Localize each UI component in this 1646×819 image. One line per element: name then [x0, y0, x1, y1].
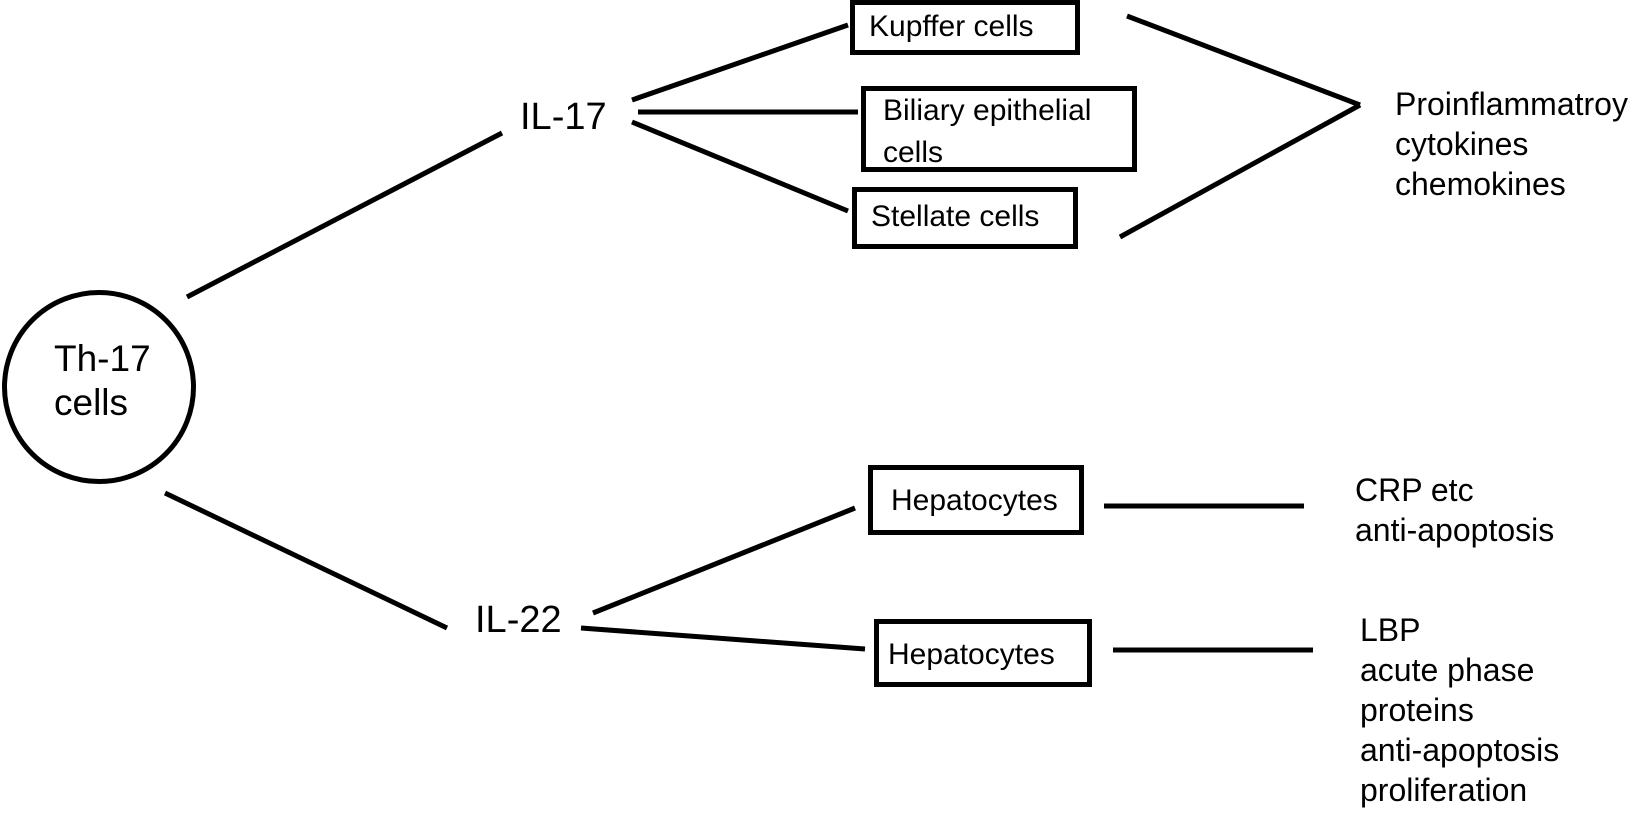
- il17-outcome-line3: chemokines: [1395, 166, 1566, 202]
- hepatocytes-top-box: Hepatocytes: [868, 465, 1084, 535]
- il17-label: IL-17: [520, 96, 607, 138]
- th17-label-line1: Th-17: [54, 338, 151, 379]
- il22-outcome-bottom-line2: acute phase: [1360, 652, 1535, 688]
- th17-label-line2: cells: [54, 382, 129, 423]
- il17-outcome-text: Proinflammatroy cytokines chemokines: [1395, 84, 1628, 204]
- connector-th17-il17: [185, 130, 504, 300]
- stellate-cells-box: Stellate cells: [852, 187, 1078, 249]
- connector-il22-hepatocytes-bottom: [580, 625, 866, 652]
- il22-outcome-bottom-line1: LBP: [1360, 612, 1421, 648]
- connector-th17-il22: [163, 490, 449, 631]
- kupffer-cells-label: Kupffer cells: [869, 10, 1034, 43]
- biliary-label-line1: Biliary epithelial: [883, 94, 1092, 127]
- il22-outcome-bottom-line5: proliferation: [1360, 772, 1528, 808]
- connector-il17-stellate: [631, 119, 849, 214]
- connector-il17-kupffer: [631, 22, 849, 103]
- hepatocytes-top-label: Hepatocytes: [891, 484, 1058, 517]
- stellate-cells-label: Stellate cells: [871, 200, 1040, 233]
- il17-outcome-line1: Proinflammatroy: [1395, 86, 1628, 122]
- il22-outcome-top-text: CRP etc anti-apoptosis: [1355, 470, 1554, 550]
- il22-outcome-bottom-line4: anti-apoptosis: [1360, 732, 1560, 768]
- th17-cells-node: [2, 290, 196, 484]
- kupffer-cells-box: Kupffer cells: [850, 0, 1080, 55]
- biliary-epithelial-cells-box: Biliary epithelial cells: [861, 86, 1137, 172]
- th17-cells-label: Th-17 cells: [54, 337, 151, 425]
- connector-stellate-outcome: [1118, 102, 1362, 240]
- il22-outcome-top-line2: anti-apoptosis: [1355, 512, 1555, 548]
- il22-outcome-bottom-line3: proteins: [1360, 692, 1474, 728]
- hepatocytes-bottom-box: Hepatocytes: [874, 619, 1092, 687]
- connector-il22-hepatocytes-top: [592, 505, 856, 616]
- hepatocytes-bottom-label: Hepatocytes: [888, 638, 1055, 671]
- il17-outcome-line2: cytokines: [1395, 126, 1529, 162]
- biliary-label-line2: cells: [883, 136, 944, 169]
- il22-label: IL-22: [475, 599, 562, 641]
- il22-outcome-top-line1: CRP etc: [1355, 472, 1474, 508]
- connector-kupffer-outcome: [1126, 13, 1361, 108]
- il22-outcome-bottom-text: LBP acute phase proteins anti-apoptosis …: [1360, 610, 1559, 810]
